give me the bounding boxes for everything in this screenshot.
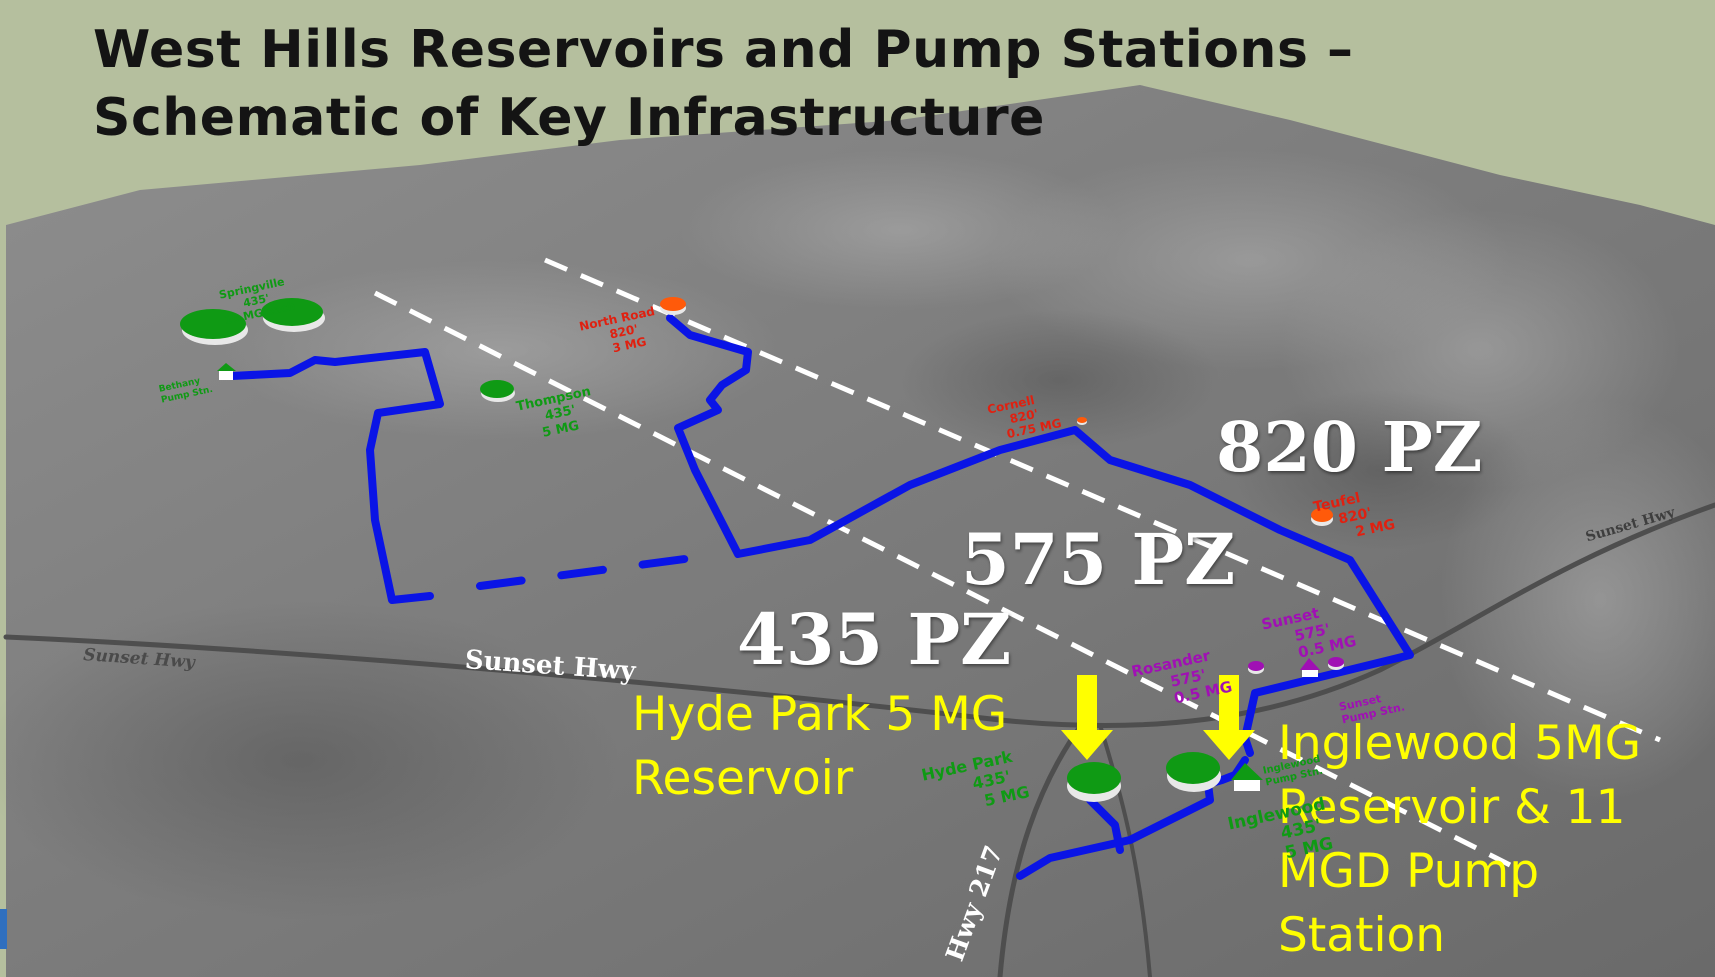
north-road-reservoir	[660, 297, 686, 315]
springville-reservoir-1	[180, 309, 248, 345]
boundary-820-pz	[544, 257, 1661, 743]
pipeline-bethany	[228, 348, 444, 604]
pz-label-575: 575 PZ	[961, 518, 1236, 601]
edge-accent	[0, 909, 7, 949]
page-title-line-2: Schematic of Key Infrastructure	[93, 88, 1045, 148]
thompson-reservoir	[480, 380, 515, 402]
hwy-217-road	[997, 717, 1088, 977]
cornell-reservoir	[1077, 417, 1087, 425]
pump-stations	[217, 363, 1320, 791]
terrain-relief	[0, 150, 1715, 920]
teufel-reservoir	[1311, 508, 1333, 526]
reservoirs	[180, 297, 1344, 802]
bethany-pump-station	[217, 363, 236, 380]
inglewood-callout-line-2: Reservoir & 11	[1278, 780, 1626, 835]
inglewood-pump-station	[1231, 763, 1263, 791]
hyde-park-callout-line-2: Reservoir	[632, 751, 854, 806]
inglewood-callout-line-1: Inglewood 5MG	[1278, 716, 1642, 771]
hyde-park-callout-line-1: Hyde Park 5 MG	[632, 687, 1008, 742]
rosander-reservoir	[1248, 661, 1264, 674]
page-title-line-1: West Hills Reservoirs and Pump Stations …	[93, 20, 1354, 80]
pipeline-inglewood-hyde	[1016, 756, 1249, 880]
inglewood-callout-line-3: MGD Pump	[1278, 844, 1540, 899]
boundary-575-pz	[373, 290, 1512, 868]
inglewood-callout: Inglewood 5MG Reservoir & 11 MGD Pump St…	[1278, 712, 1641, 968]
springville-reservoir-2	[261, 298, 325, 332]
callout-arrows	[1061, 675, 1255, 760]
pipeline-hyde-spur	[1086, 796, 1124, 854]
zone-boundaries	[373, 257, 1661, 868]
hyde-park-arrow-icon	[1061, 675, 1113, 760]
pipeline-gap-dashed	[476, 553, 704, 590]
hwy-217-branch	[1098, 723, 1152, 977]
hyde-park-reservoir	[1067, 762, 1121, 802]
sunset-reservoir	[1328, 657, 1344, 670]
pipeline-north-road	[666, 314, 1414, 757]
pipelines	[228, 314, 1414, 880]
inglewood-callout-line-4: Station	[1278, 908, 1446, 963]
pz-label-820: 820 PZ	[1216, 408, 1483, 488]
inglewood-arrow-icon	[1203, 675, 1255, 760]
pz-label-435: 435 PZ	[737, 598, 1012, 681]
hyde-park-callout: Hyde Park 5 MG Reservoir	[632, 683, 1007, 811]
sunset-pump-station	[1300, 658, 1320, 677]
inglewood-reservoir	[1166, 752, 1221, 792]
